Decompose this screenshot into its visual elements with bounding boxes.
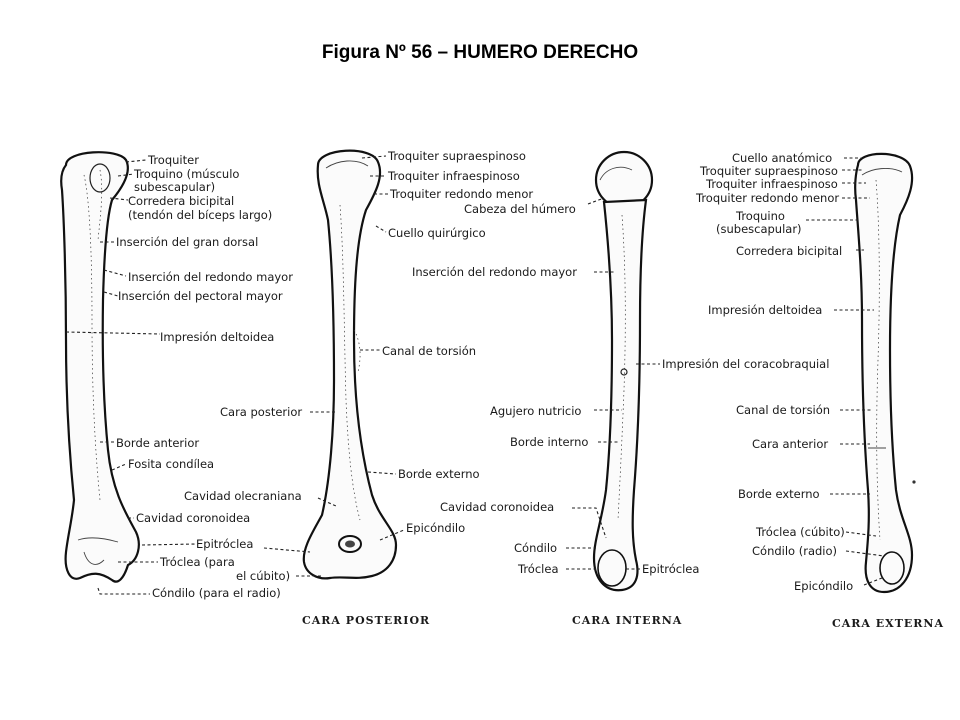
humerus-anterior-view xyxy=(60,151,140,583)
label: subescapular) xyxy=(134,180,215,194)
label: Borde interno xyxy=(510,435,588,449)
label: Cara anterior xyxy=(752,437,828,451)
label: (subescapular) xyxy=(716,222,802,236)
label: Epitróclea xyxy=(196,537,253,551)
label: Troquino xyxy=(735,209,785,223)
label: Cóndilo xyxy=(514,541,557,555)
label: Impresión deltoidea xyxy=(708,303,822,317)
label: Epitróclea xyxy=(642,562,699,576)
label: Troquiter infraespinoso xyxy=(387,169,520,183)
label: Cuello quirúrgico xyxy=(388,226,486,240)
label: Cóndilo (para el radio) xyxy=(152,586,281,600)
label: Corredera bicipital xyxy=(736,244,842,258)
label: Corredera bicipital xyxy=(128,194,234,208)
label: Impresión deltoidea xyxy=(160,330,274,344)
label: Troquino (músculo xyxy=(133,167,239,181)
label: Troquiter xyxy=(147,153,199,167)
leader-lines xyxy=(65,155,885,595)
humerus-internal-view xyxy=(592,150,654,592)
label: Borde externo xyxy=(738,487,820,501)
label: el cúbito) xyxy=(236,569,290,583)
label: Epicóndilo xyxy=(406,521,465,535)
labels-anterior: Troquiter Troquino (músculo subescapular… xyxy=(116,153,293,600)
label: Tróclea xyxy=(517,562,559,576)
label: Troquiter infraespinoso xyxy=(705,177,838,191)
label: Fosita condílea xyxy=(128,457,214,471)
label: Cabeza del húmero xyxy=(464,202,576,216)
label: Troquiter supraespinoso xyxy=(387,149,526,163)
label: Inserción del gran dorsal xyxy=(116,235,258,249)
label: (tendón del bíceps largo) xyxy=(128,208,272,222)
label: Cavidad coronoidea xyxy=(136,511,250,525)
caption-posterior: CARA POSTERIOR xyxy=(302,614,430,627)
label: Cuello anatómico xyxy=(732,151,832,165)
label: Canal de torsión xyxy=(736,403,830,417)
label: Canal de torsión xyxy=(382,344,476,358)
humerus-external-view xyxy=(854,152,914,594)
label: Cavidad olecraniana xyxy=(184,489,302,503)
label: Agujero nutricio xyxy=(490,404,581,418)
label: Inserción del redondo mayor xyxy=(412,265,577,279)
label: Borde anterior xyxy=(116,436,199,450)
labels-internal: Cabeza del húmero Inserción del redondo … xyxy=(412,202,829,627)
label: Impresión del coracobraquial xyxy=(662,357,829,371)
label: Troquiter supraespinoso xyxy=(699,164,838,178)
caption-internal: CARA INTERNA xyxy=(572,614,682,627)
label: Tróclea (para xyxy=(159,555,235,569)
labels-external: Cuello anatómico Troquiter supraespinoso… xyxy=(695,151,944,630)
label: Troquiter redondo menor xyxy=(389,187,533,201)
label: Cavidad coronoidea xyxy=(440,500,554,514)
label: Cóndilo (radio) xyxy=(752,544,837,558)
label: Inserción del pectoral mayor xyxy=(118,289,283,303)
speck-mark xyxy=(912,480,916,484)
figure-title: Figura Nº 56 – HUMERO DERECHO xyxy=(321,42,639,63)
labels-posterior: Troquiter supraespinoso Troquiter infrae… xyxy=(184,149,533,627)
label: Epicóndilo xyxy=(794,579,853,593)
humerus-posterior-view xyxy=(302,149,398,580)
label: Troquiter redondo menor xyxy=(695,191,839,205)
label: Inserción del redondo mayor xyxy=(128,270,293,284)
label: Cara posterior xyxy=(220,405,302,419)
caption-external: CARA EXTERNA xyxy=(832,617,944,630)
label: Borde externo xyxy=(398,467,480,481)
label: Tróclea (cúbito) xyxy=(755,525,845,539)
